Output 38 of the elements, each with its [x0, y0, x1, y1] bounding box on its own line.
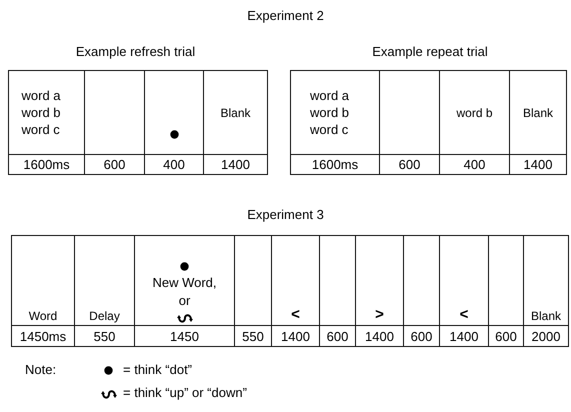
table-heading: Example refresh trial	[74, 44, 196, 59]
duration-cell: 1600ms	[290, 154, 380, 174]
stimulus-label: Word	[28, 309, 58, 323]
duration-cell: 1400	[440, 326, 488, 346]
duration-cell: 400	[440, 154, 510, 174]
duration-cell: 600	[488, 326, 524, 346]
legend-text: = think “up” or “down”	[123, 385, 247, 400]
stimulus-label: word a word b word c	[22, 87, 62, 138]
duration-cell: 2000	[524, 326, 568, 346]
section-heading: Experiment 3	[246, 207, 325, 222]
stimulus-label: word b	[456, 106, 493, 120]
duration-cell: 1400	[272, 326, 320, 346]
stimulus-label: Blank	[220, 106, 251, 120]
stimulus-label: Blank	[530, 309, 562, 323]
duration-cell: 600	[320, 326, 356, 346]
duration-cell: 600	[84, 154, 144, 174]
stimulus-label: Delay	[89, 309, 120, 323]
note-label: Note:	[25, 362, 56, 377]
stimulus-label: <	[291, 306, 300, 323]
stimulus-label: >	[375, 306, 384, 323]
duration-cell: 400	[144, 154, 204, 174]
duration-cell: 550	[74, 326, 134, 346]
duration-cell: 1400	[356, 326, 404, 346]
duration-cell: 600	[380, 154, 440, 174]
section-heading: Experiment 2	[246, 8, 325, 23]
table-heading: Example repeat trial	[371, 44, 489, 59]
stimulus-label: <	[460, 306, 468, 323]
duration-cell: 600	[404, 326, 440, 346]
stimulus-label: New Word, or	[151, 274, 218, 310]
duration-cell: 1600ms	[8, 154, 84, 174]
duration-cell: 1400	[204, 154, 268, 174]
legend-text: = think “dot”	[123, 362, 192, 377]
stimulus-label: word a word b word c	[310, 87, 350, 138]
stimulus-label: Blank	[522, 106, 554, 120]
duration-cell: 1400	[510, 154, 566, 174]
duration-cell: 1450ms	[12, 326, 74, 346]
duration-cell: 550	[234, 326, 272, 346]
duration-cell: 1450	[134, 326, 234, 346]
